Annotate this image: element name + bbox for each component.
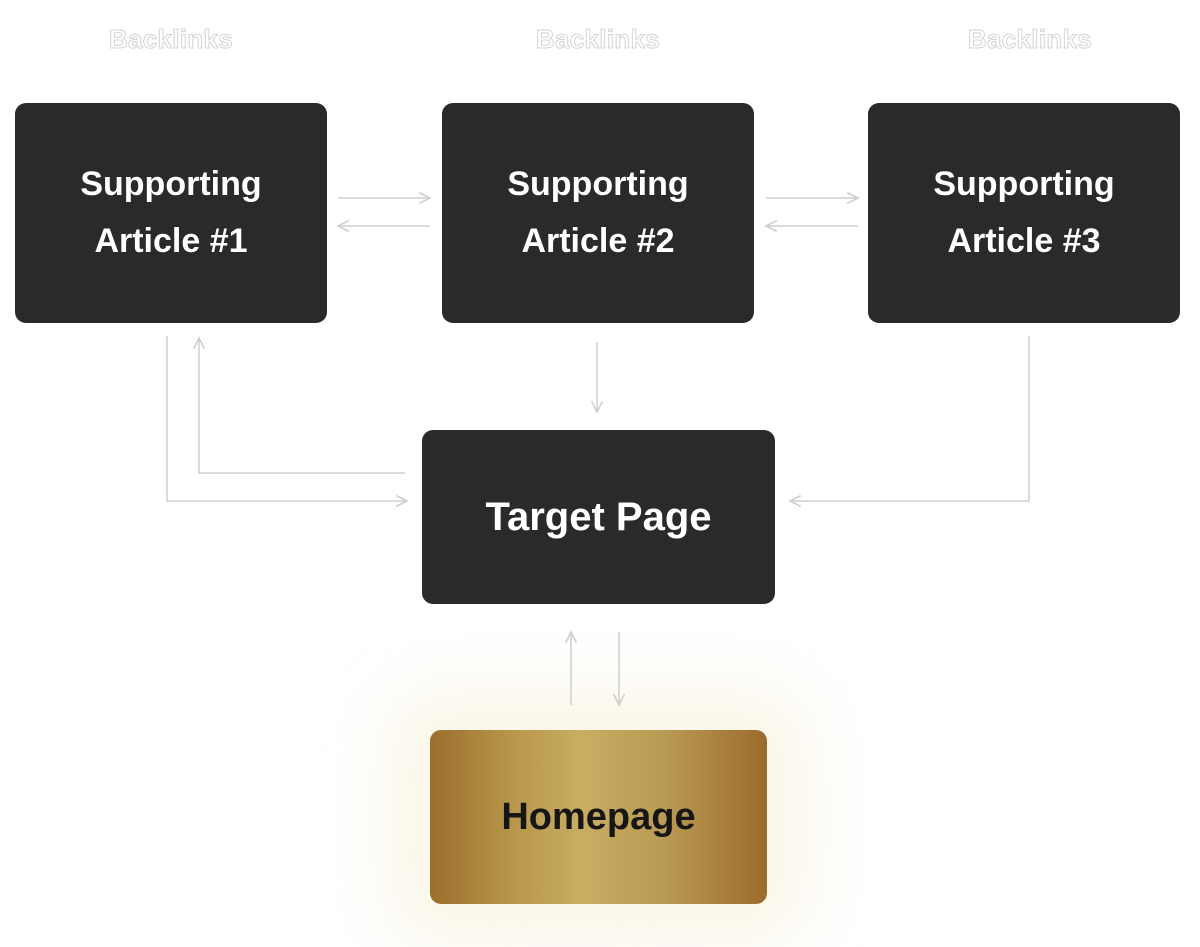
supporting-article-2-node: Supporting Article #2 (442, 103, 754, 323)
node-label-line1: Supporting (933, 165, 1115, 203)
node-label-line2: Article #2 (521, 222, 675, 260)
backlinks-label-2: Backlinks (535, 24, 661, 55)
arrow-a1-to-target (166, 336, 407, 501)
arrow-a3-to-target (790, 336, 1030, 501)
homepage-label: Homepage (501, 795, 696, 838)
homepage-node: Homepage (430, 730, 767, 904)
node-label-line1: Supporting (507, 165, 689, 203)
supporting-article-3-node: Supporting Article #3 (868, 103, 1180, 323)
node-label-line2: Article #1 (94, 222, 248, 260)
target-page-label: Target Page (485, 494, 712, 539)
arrow-target-to-a1 (199, 338, 405, 474)
supporting-article-1-node: Supporting Article #1 (15, 103, 327, 323)
target-page-node: Target Page (422, 430, 775, 604)
backlinks-label-3: Backlinks (967, 24, 1093, 55)
node-label-line2: Article #3 (947, 222, 1101, 260)
node-label-line1: Supporting (80, 165, 262, 203)
backlinks-label-1: Backlinks (108, 24, 234, 55)
